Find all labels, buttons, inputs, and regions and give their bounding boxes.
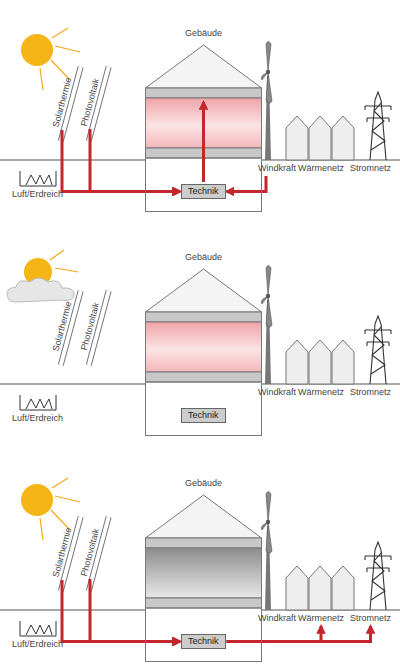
air-ground-symbol	[18, 620, 58, 638]
building-roof	[146, 269, 262, 312]
tech-node: Technik	[181, 408, 226, 423]
sun-ray	[55, 268, 78, 272]
solar-node: Solarthermie	[50, 300, 74, 352]
node-label: Photovoltaik	[78, 77, 101, 127]
energy-flow-arrow	[227, 626, 371, 642]
node-label: Wärmenetz	[298, 613, 344, 624]
node-label: Luft/Erdreich	[12, 639, 63, 650]
building-band	[146, 538, 262, 548]
node-label: Technik	[188, 186, 219, 197]
node-label: Windkraft	[258, 163, 296, 174]
node-label: Gebäude	[145, 478, 262, 489]
building-roof	[146, 45, 262, 88]
pv-node: Photovoltaik	[78, 527, 101, 577]
node-label: Photovoltaik	[78, 301, 101, 351]
building-roof	[146, 495, 262, 538]
scene-panel	[0, 266, 400, 385]
energy-flow-arrow	[227, 176, 266, 192]
grid-node: Stromnetz	[350, 613, 391, 624]
node-label: Windkraft	[258, 613, 296, 624]
air-ground-symbol-line	[20, 171, 56, 186]
energy-flow-arrow	[64, 640, 180, 643]
storage-zone	[146, 322, 262, 372]
building-base	[146, 608, 262, 662]
energy-flow-arrow	[64, 190, 180, 193]
scene-panel	[0, 492, 400, 611]
node-label: Windkraft	[258, 387, 296, 398]
grid-node: Stromnetz	[350, 163, 391, 174]
building-band	[146, 598, 262, 608]
node-label: Solarthermie	[50, 300, 74, 352]
pv-node: Photovoltaik	[78, 301, 101, 351]
storage-zone	[146, 548, 262, 598]
wind-node: Windkraft	[258, 387, 296, 398]
building-base	[146, 382, 262, 436]
node-label: Luft/Erdreich	[12, 189, 63, 200]
node-label: Stromnetz	[350, 387, 391, 398]
node-label: Wärmenetz	[298, 387, 344, 398]
air-ground-symbol	[18, 170, 58, 188]
scene-panel	[0, 42, 400, 161]
heat-node: Wärmenetz	[298, 387, 344, 398]
sun-behind-clouds	[7, 250, 78, 302]
building-band	[146, 312, 262, 322]
sun-ray	[50, 250, 64, 260]
node-label: Gebäude	[145, 252, 262, 263]
air-ground-symbol-line	[20, 395, 56, 410]
node-label: Solarthermie	[50, 526, 74, 578]
solar-node: Solarthermie	[50, 76, 74, 128]
air-node: Luft/Erdreich	[12, 170, 63, 200]
node-label: Technik	[188, 636, 219, 647]
air-ground-symbol-line	[20, 621, 56, 636]
building-band	[146, 88, 262, 98]
grid-node: Stromnetz	[350, 387, 391, 398]
air-ground-symbol	[18, 394, 58, 412]
heat-node: Wärmenetz	[298, 163, 344, 174]
building-band	[146, 372, 262, 382]
building-node: GebäudeTechnik	[145, 28, 262, 212]
node-label: Solarthermie	[50, 76, 74, 128]
tech-node: Technik	[181, 184, 226, 199]
building-node: GebäudeTechnik	[145, 478, 262, 662]
energy-flow-arrow	[227, 626, 321, 642]
node-label: Technik	[188, 410, 219, 421]
air-node: Luft/Erdreich	[12, 620, 63, 650]
heat-node: Wärmenetz	[298, 613, 344, 624]
node-label: Photovoltaik	[78, 527, 101, 577]
pv-node: Photovoltaik	[78, 77, 101, 127]
node-label: Wärmenetz	[298, 163, 344, 174]
solar-node: Solarthermie	[50, 526, 74, 578]
air-node: Luft/Erdreich	[12, 394, 63, 424]
cloud	[7, 278, 74, 302]
tech-node: Technik	[181, 634, 226, 649]
node-label: Gebäude	[145, 28, 262, 39]
node-label: Luft/Erdreich	[12, 413, 63, 424]
node-label: Stromnetz	[350, 613, 391, 624]
heat-flow-arrow	[202, 102, 205, 182]
wind-node: Windkraft	[258, 613, 296, 624]
building-node: GebäudeTechnik	[145, 252, 262, 436]
node-label: Stromnetz	[350, 163, 391, 174]
wind-node: Windkraft	[258, 163, 296, 174]
